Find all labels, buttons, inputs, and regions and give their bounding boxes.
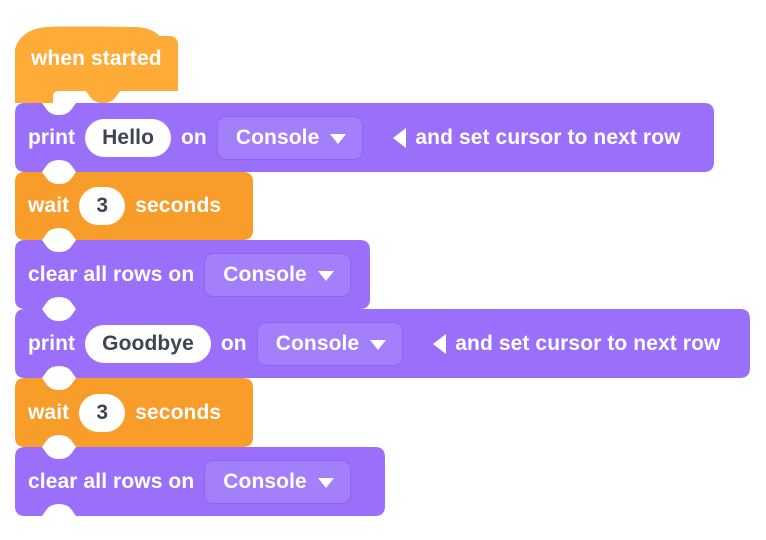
- dropdown-value: Console: [235, 125, 320, 149]
- block-label-seconds: seconds: [135, 400, 222, 424]
- block-label-print: print: [28, 125, 76, 149]
- block-label-wait: wait: [28, 400, 70, 424]
- dropdown-value: Console: [275, 331, 360, 355]
- dropdown-console-target[interactable]: Console: [256, 321, 404, 366]
- chevron-down-icon: [330, 133, 347, 144]
- chevron-down-icon: [317, 477, 334, 488]
- triangle-left-icon[interactable]: [433, 333, 447, 354]
- number-field-wait-seconds[interactable]: 3: [79, 393, 126, 432]
- block-label-set-cursor: and set cursor to next row: [455, 331, 721, 355]
- triangle-left-icon[interactable]: [393, 127, 407, 148]
- block-label-clear-all-rows-on: clear all rows on: [28, 469, 195, 493]
- chevron-down-icon: [370, 339, 387, 350]
- dropdown-value: Console: [223, 469, 307, 493]
- block-print-goodbye[interactable]: print Goodbye on Console and set cursor …: [15, 309, 750, 378]
- block-label-print: print: [28, 331, 76, 355]
- block-wait-1[interactable]: wait 3 seconds: [15, 172, 253, 240]
- block-label-when-started: when started: [31, 46, 162, 70]
- block-when-started[interactable]: when started: [15, 14, 178, 103]
- text-field-print-value[interactable]: Hello: [85, 118, 171, 157]
- text-field-print-value[interactable]: Goodbye: [85, 324, 211, 363]
- block-label-on: on: [181, 125, 207, 149]
- dropdown-value: Console: [223, 262, 307, 286]
- block-clear-all-rows-1[interactable]: clear all rows on Console: [15, 240, 370, 309]
- dropdown-console-target[interactable]: Console: [204, 252, 351, 297]
- block-label-on: on: [220, 331, 247, 355]
- block-print-hello[interactable]: print Hello on Console and set cursor to…: [15, 103, 714, 172]
- block-label-set-cursor: and set cursor to next row: [415, 125, 681, 149]
- block-label-clear-all-rows-on: clear all rows on: [28, 262, 195, 286]
- block-wait-2[interactable]: wait 3 seconds: [15, 378, 253, 447]
- dropdown-console-target[interactable]: Console: [216, 115, 364, 160]
- block-label-seconds: seconds: [135, 194, 222, 217]
- dropdown-console-target[interactable]: Console: [204, 459, 351, 504]
- chevron-down-icon: [317, 270, 334, 281]
- block-label-wait: wait: [28, 194, 70, 217]
- block-clear-all-rows-2[interactable]: clear all rows on Console: [15, 447, 385, 516]
- number-field-wait-seconds[interactable]: 3: [79, 187, 126, 225]
